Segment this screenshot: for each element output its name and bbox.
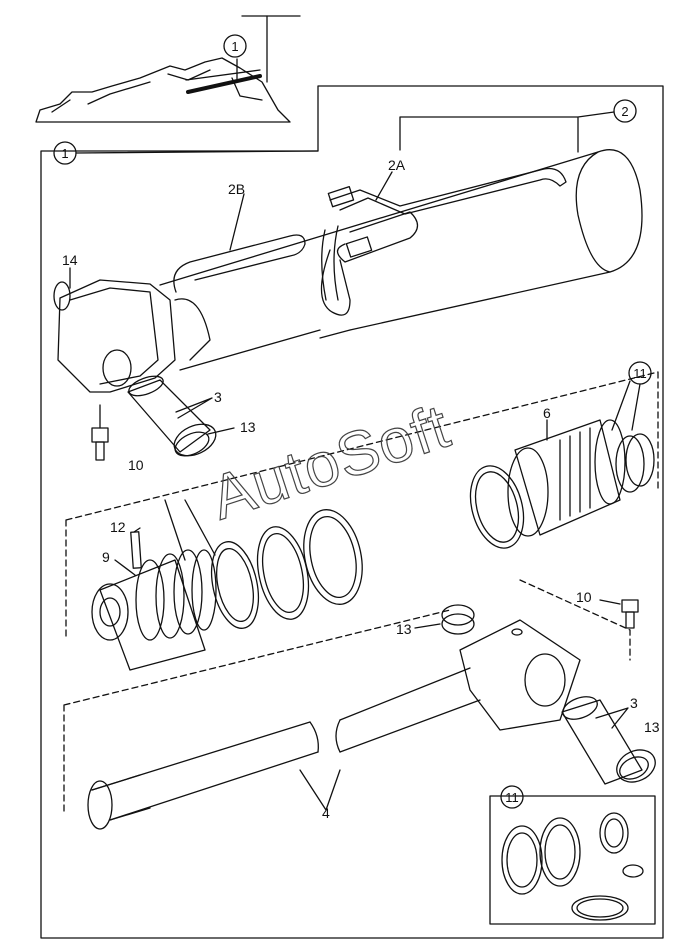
callout-2: 2 <box>621 104 628 119</box>
callout-2-circle <box>613 99 637 123</box>
grease-nipple-14 <box>53 281 71 311</box>
leader-line <box>599 599 621 605</box>
hose-2a <box>329 167 567 215</box>
label-4: 4 <box>322 805 330 821</box>
seal-kit-parts <box>501 812 644 921</box>
label-2b: 2B <box>228 181 245 197</box>
label-13-right: 13 <box>644 719 660 735</box>
cylinder-barrel <box>53 149 643 393</box>
machine-silhouette <box>35 15 301 123</box>
label-14: 14 <box>62 252 78 268</box>
gland-rings <box>210 509 363 629</box>
seal-kit-inset <box>489 795 656 925</box>
leader-line <box>133 527 141 533</box>
gland-9 <box>91 549 217 671</box>
callout-11-inset-circle <box>500 785 524 809</box>
leader-line <box>114 559 136 576</box>
cylinder-head-block <box>57 279 176 393</box>
leader-line <box>611 380 641 431</box>
label-12: 12 <box>110 519 126 535</box>
hose-2b <box>173 234 306 293</box>
leader-line <box>164 499 216 561</box>
leader-line <box>414 623 441 629</box>
leader-line <box>75 150 319 154</box>
leader-line <box>399 111 615 153</box>
leader-line <box>229 193 245 251</box>
backup-ring <box>469 465 525 549</box>
leader-line <box>375 171 393 201</box>
label-13-top: 13 <box>240 419 256 435</box>
callout-1-top: 1 <box>231 39 238 54</box>
piston-group-outline <box>65 371 659 641</box>
watermark-text: AutoSoft <box>203 392 458 534</box>
callout-11-inset: 11 <box>505 790 519 805</box>
leader-line <box>175 397 213 419</box>
label-2a: 2A <box>388 157 406 173</box>
label-13-mid: 13 <box>396 621 412 637</box>
label-10-left: 10 <box>128 457 144 473</box>
grease-fitting-10-left <box>91 404 109 461</box>
piston-6 <box>507 419 655 537</box>
piston-rod-4 <box>87 667 481 830</box>
label-3-right: 3 <box>630 695 638 711</box>
rod-eye <box>441 604 581 731</box>
callout-1-frame: 1 <box>61 146 68 161</box>
leader-line <box>595 707 629 729</box>
section-indicator-bar <box>186 74 262 94</box>
label-9: 9 <box>102 549 110 565</box>
bushing-3-13-right <box>561 696 656 785</box>
label-6: 6 <box>543 405 551 421</box>
leader-line <box>299 769 341 811</box>
label-3-top: 3 <box>214 389 222 405</box>
leader-line <box>207 427 235 435</box>
callout-11-top: 11 <box>633 366 647 381</box>
callout-1-top-circle <box>223 34 247 58</box>
pin-12 <box>130 531 142 569</box>
rod-group-outline <box>63 579 631 813</box>
bushing-3-13-top <box>127 375 217 457</box>
grease-fitting-10-right <box>621 599 639 629</box>
label-10-right: 10 <box>576 589 592 605</box>
